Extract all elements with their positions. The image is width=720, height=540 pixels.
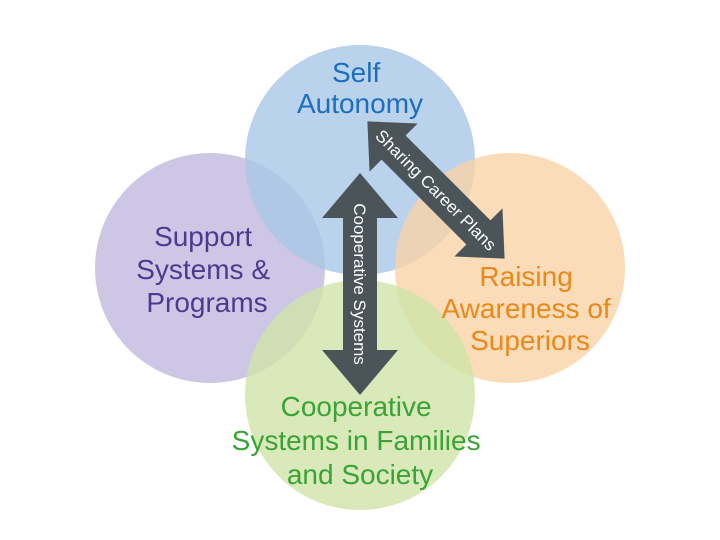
support-systems-line-3: Programs: [146, 287, 267, 318]
raising-awareness-line-1: Raising: [479, 261, 572, 292]
self-autonomy-label: Self Autonomy: [297, 57, 423, 119]
support-systems-line-1: Support: [154, 221, 252, 252]
cooperative-families-line-2: Systems in Families: [232, 425, 481, 456]
self-autonomy-line-1: Self: [332, 57, 380, 88]
sharing-career-plans-arrow: [367, 121, 505, 259]
support-systems-line-2: Systems &: [136, 254, 270, 285]
self-autonomy-line-2: Autonomy: [297, 88, 423, 119]
cooperative-systems-arrow-label: Cooperative Systems: [350, 203, 369, 365]
raising-awareness-label: Raising Awareness of Superiors: [442, 261, 619, 356]
raising-awareness-line-2: Awareness of: [442, 293, 611, 324]
cooperative-families-label: Cooperative Systems in Families and Soci…: [232, 391, 489, 490]
cooperative-families-line-1: Cooperative: [281, 391, 432, 422]
cooperative-families-line-3: and Society: [287, 459, 433, 490]
cooperative-systems-arrow: [322, 173, 398, 395]
support-systems-label: Support Systems & Programs: [136, 221, 278, 318]
raising-awareness-line-3: Superiors: [470, 325, 590, 356]
